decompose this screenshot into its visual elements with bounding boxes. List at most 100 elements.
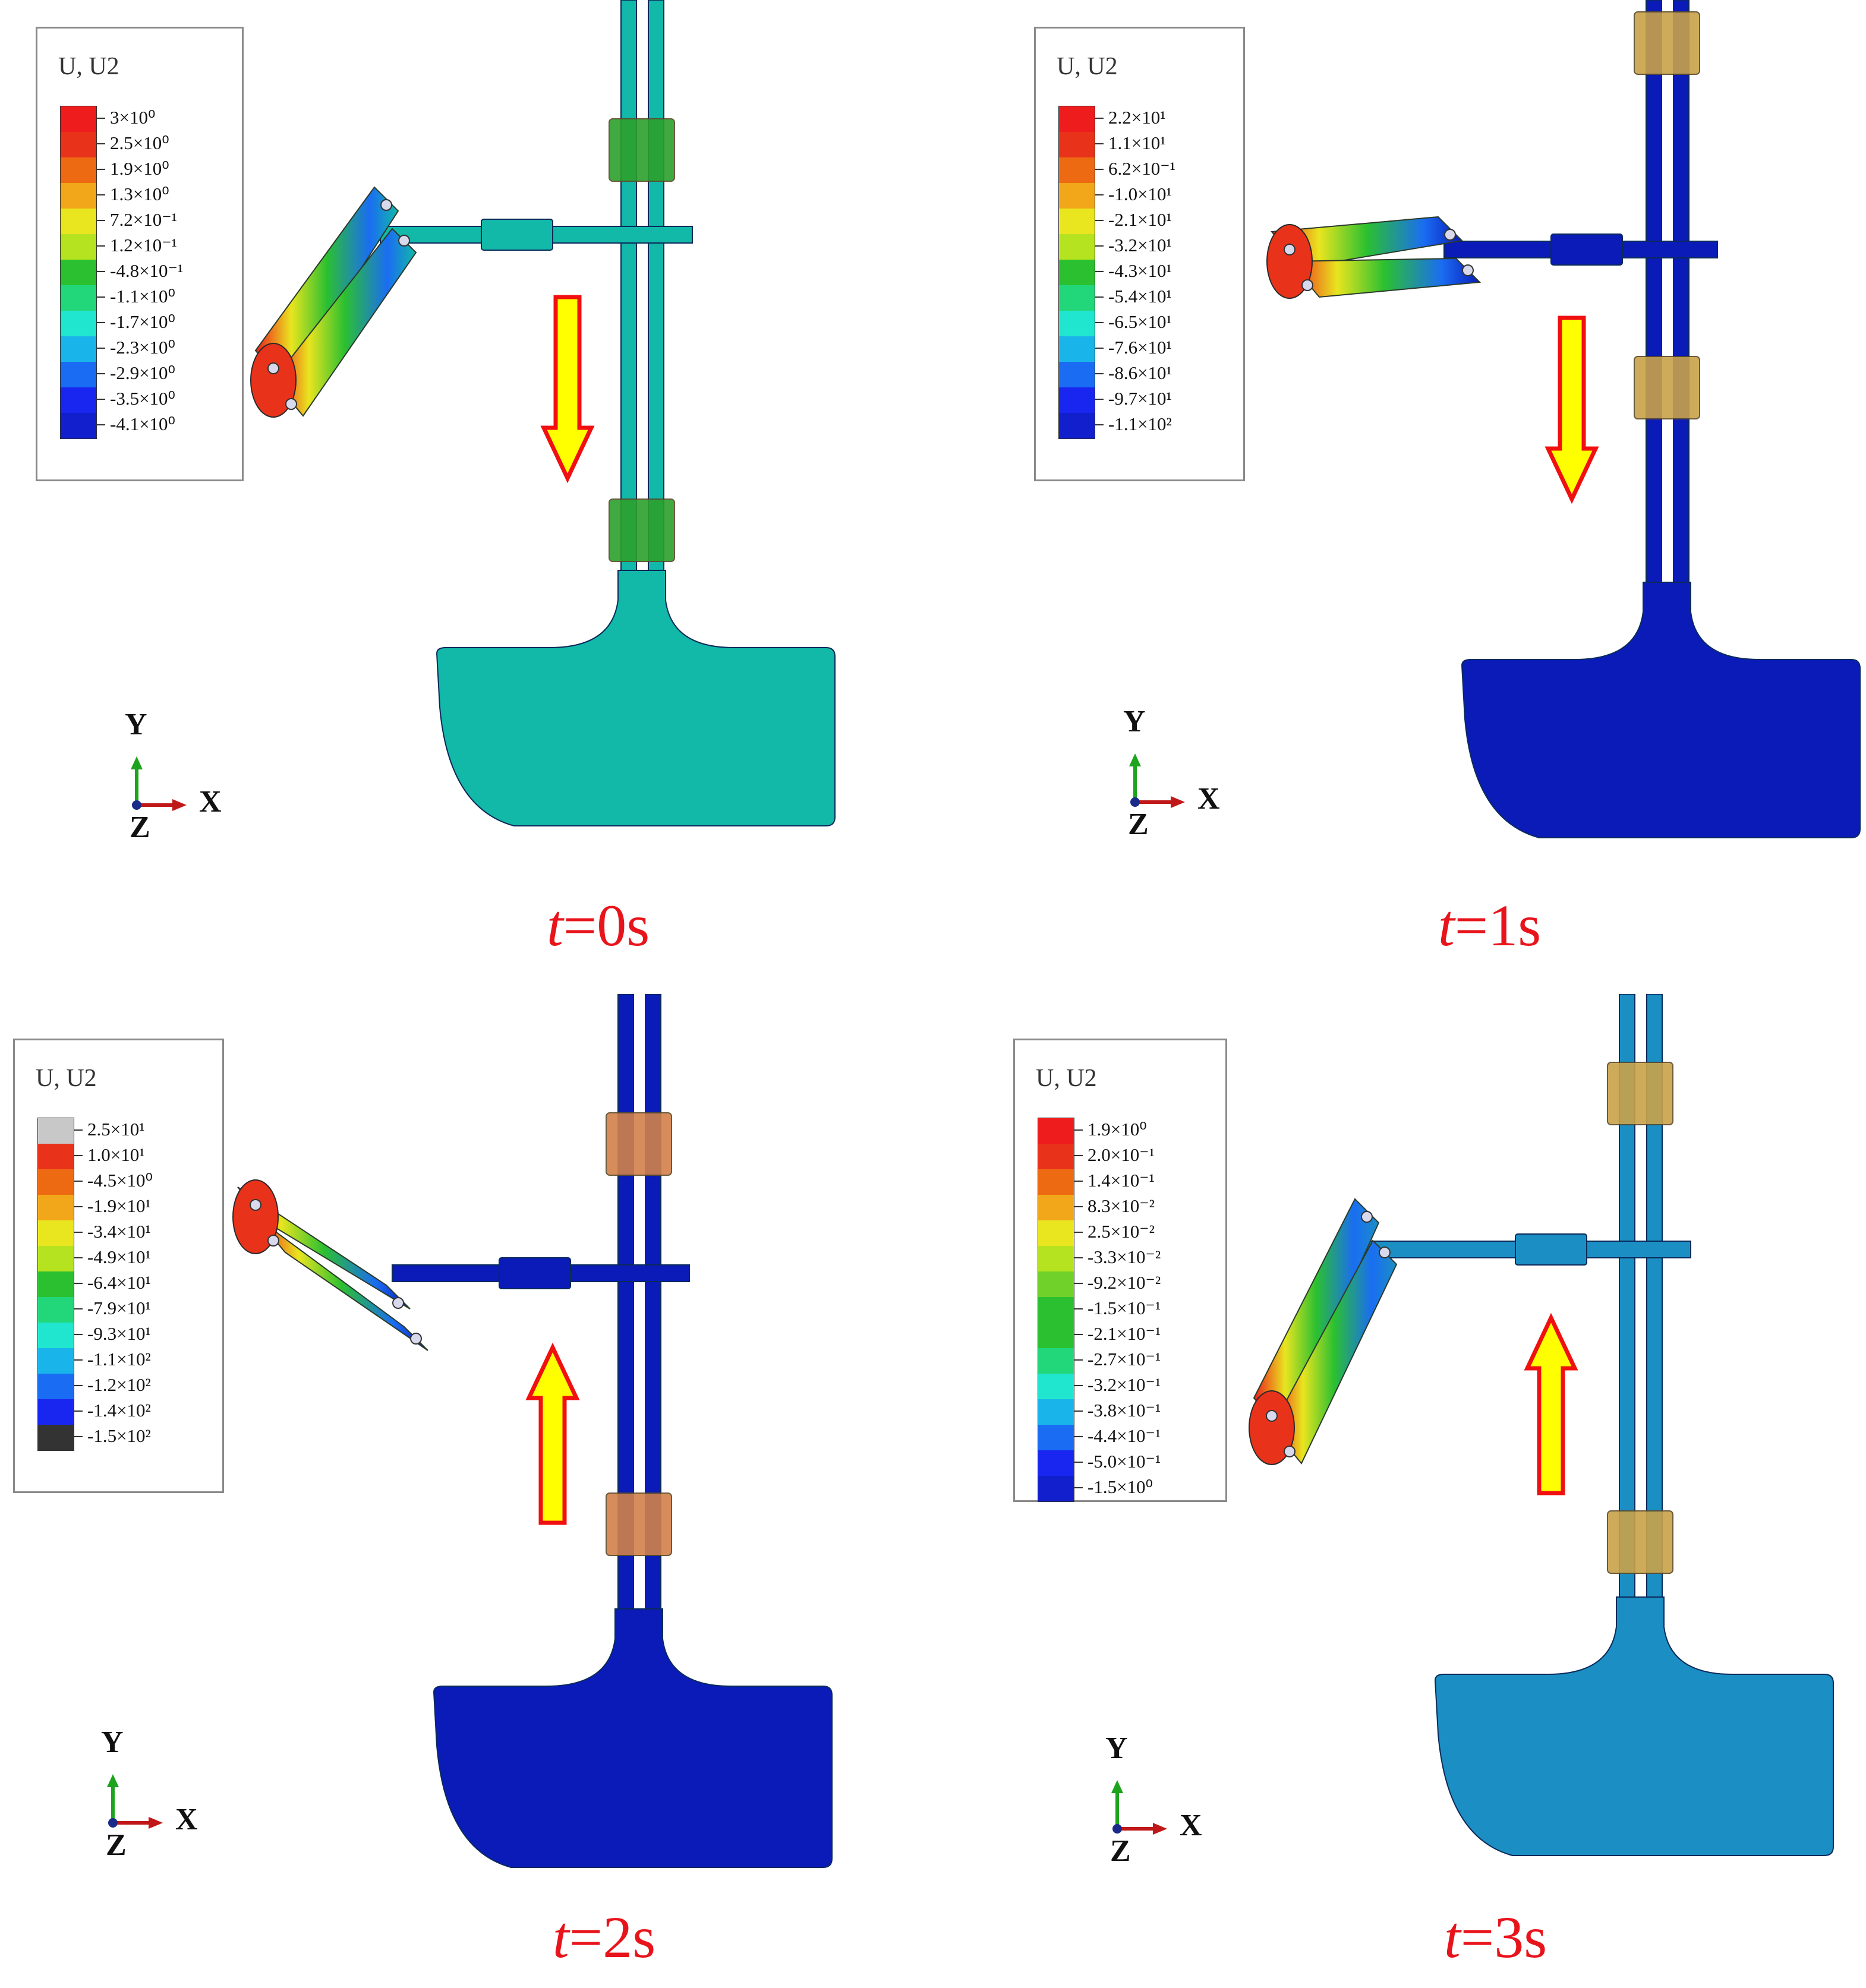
legend-label: 2.0×10⁻¹ [1088, 1144, 1155, 1165]
linkage-pin-1 [250, 1199, 261, 1211]
legend-label: 6.2×10⁻¹ [1108, 158, 1175, 179]
bearing-block-1 [1607, 1062, 1673, 1125]
legend-swatch [38, 1323, 74, 1348]
legend-swatch [61, 132, 96, 157]
legend-title: U, U2 [1057, 53, 1118, 80]
legend-tick [1095, 348, 1104, 349]
legend-label: 2.2×10¹ [1108, 107, 1166, 128]
legend-tick [1095, 245, 1104, 247]
linkage-end-cap [1249, 1390, 1295, 1465]
legend-tick [1074, 1232, 1083, 1233]
axis-y-arrowhead [131, 756, 143, 769]
legend-label: -8.6×10¹ [1108, 362, 1172, 383]
legend-tick [97, 220, 105, 221]
legend-tick [97, 169, 105, 170]
linkage-pin-4 [1301, 279, 1313, 291]
legend-label: -1.5×10⁻¹ [1088, 1298, 1161, 1318]
bearing-block-2 [1607, 1510, 1673, 1574]
axis-x-arrowhead [149, 1817, 163, 1829]
legend-swatch [38, 1220, 74, 1246]
bearing-block-1 [606, 1112, 672, 1176]
legend-tick [74, 1436, 83, 1437]
legend-swatch [61, 234, 96, 260]
legend-label: 7.2×10⁻¹ [110, 209, 177, 230]
legend-tick [74, 1181, 83, 1182]
legend-label: -4.3×10¹ [1108, 260, 1172, 281]
legend-tick [1074, 1410, 1083, 1412]
legend-tick [74, 1129, 83, 1131]
legend-swatch [1038, 1476, 1074, 1501]
legend-label: -2.3×10⁰ [110, 337, 175, 358]
legend-swatch [61, 260, 96, 285]
linkage-pin-3 [398, 235, 410, 247]
legend-label: -1.2×10² [87, 1374, 151, 1395]
legend-colorbar [1038, 1118, 1074, 1502]
arm-collar [1550, 233, 1623, 266]
motion-arrow-down [1545, 315, 1599, 504]
legend-tick [1095, 169, 1104, 170]
vertical-rod-left [620, 0, 637, 571]
linkage-pin-1 [1266, 1410, 1278, 1422]
linkage-end-cap [250, 343, 297, 418]
time-variable: t [1444, 1904, 1461, 1970]
legend-swatch [1059, 362, 1095, 387]
legend-swatch [1059, 387, 1095, 413]
legend-swatch [38, 1118, 74, 1144]
legend-tick [1074, 1308, 1083, 1309]
legend-tick [1074, 1129, 1083, 1131]
legend-swatch [1059, 209, 1095, 234]
bearing-block-2 [1634, 356, 1700, 419]
legend-tick [74, 1385, 83, 1386]
legend-swatch [1059, 413, 1095, 438]
blade-paddle [1434, 1596, 1834, 1856]
legend-title: U, U2 [1036, 1065, 1097, 1092]
axis-x-label: X [1197, 782, 1220, 816]
linkage-pin-4 [267, 1235, 279, 1247]
legend-swatch [1038, 1450, 1074, 1476]
legend-label: -4.8×10⁻¹ [110, 260, 184, 281]
legend-label: -9.2×10⁻² [1088, 1272, 1161, 1293]
axis-z-dot [1130, 797, 1140, 807]
legend-swatch [61, 209, 96, 234]
legend-label: -1.9×10¹ [87, 1195, 151, 1216]
time-value: =3s [1460, 1904, 1547, 1970]
mechanism-drawing [131, 0, 836, 826]
legend-tick [1095, 271, 1104, 272]
legend-tick [1074, 1334, 1083, 1335]
axis-z-dot [108, 1818, 118, 1828]
legend-label: -1.0×10¹ [1108, 184, 1172, 204]
legend-swatch [1038, 1195, 1074, 1220]
motion-arrow-down [540, 295, 595, 484]
legend-label: 1.9×10⁰ [110, 158, 169, 179]
legend-label: -1.1×10⁰ [110, 286, 175, 307]
legend-swatch [1059, 132, 1095, 157]
linkage-plate-lower [255, 1216, 428, 1351]
time-value: =2s [569, 1904, 656, 1970]
legend-label: -5.0×10⁻¹ [1088, 1451, 1161, 1472]
bearing-block-1 [609, 118, 675, 182]
bearing-block-2 [609, 498, 675, 562]
axis-y-arrowhead [1111, 1780, 1123, 1793]
legend-label: -1.5×10² [87, 1425, 151, 1446]
arm-collar [499, 1257, 571, 1289]
legend-tick [97, 296, 105, 298]
legend-swatch [61, 157, 96, 183]
time-label: t=3s [1444, 1903, 1547, 1971]
time-label: t=2s [553, 1903, 655, 1971]
legend-tick [74, 1283, 83, 1284]
legend-label: -3.3×10⁻² [1088, 1247, 1161, 1267]
legend-tick [74, 1155, 83, 1156]
legend-label: -3.8×10⁻¹ [1088, 1400, 1161, 1421]
linkage-pin-4 [285, 398, 297, 410]
legend-label: 1.1×10¹ [1108, 132, 1166, 153]
legend-tick [97, 194, 105, 195]
legend-label: -3.2×10¹ [1108, 235, 1172, 255]
linkage-pin-1 [267, 362, 279, 374]
legend-label: -1.1×10² [1108, 414, 1172, 434]
legend-label: -7.6×10¹ [1108, 337, 1172, 358]
